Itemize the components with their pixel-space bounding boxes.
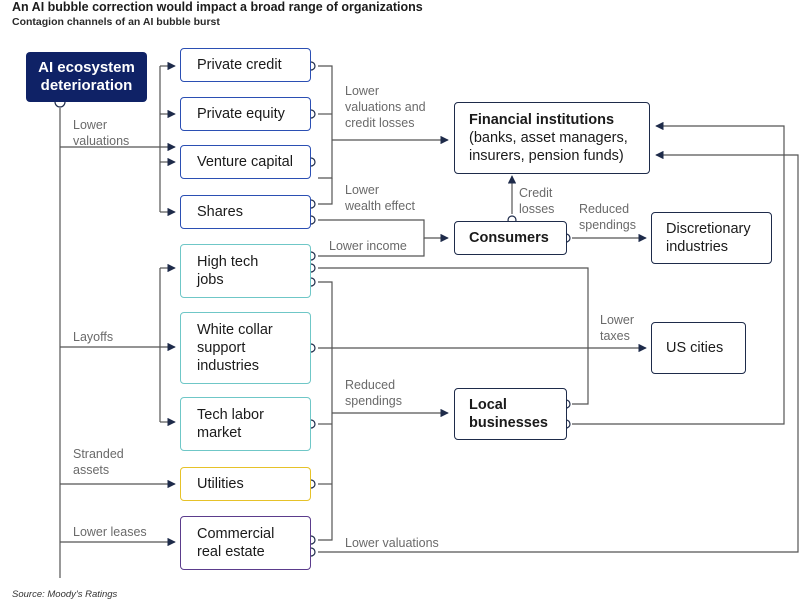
source-note: Source: Moody's Ratings (12, 589, 118, 600)
ai-ecosystem-box: AI ecosystem deterioration (26, 52, 147, 102)
node-white-collar: White collar support industries (180, 312, 311, 384)
node-venture-capital: Venture capital (180, 145, 311, 179)
label-lower-valuations-bottom: Lower valuations (345, 536, 439, 550)
white-collar-label: White collar support industries (197, 322, 273, 374)
node-commercial-real-estate: Commercial real estate (180, 516, 311, 570)
label-layoffs: Layoffs (73, 330, 114, 344)
label-reduced-spendings-mid: Reduced spendings (345, 378, 402, 408)
node-discretionary-industries: Discretionary industries (651, 212, 772, 264)
node-tech-labor: Tech labor market (180, 397, 311, 451)
label-credit-losses: Credit losses (519, 186, 555, 216)
financial-institutions-title: Financial institutions (469, 112, 615, 128)
node-utilities: Utilities (180, 467, 311, 501)
label-lower-taxes: Lower taxes (600, 313, 635, 343)
node-consumers: Consumers (454, 221, 567, 255)
label-reduced-spendings-top: Reduced spendings (579, 202, 636, 232)
consumers-label: Consumers (469, 230, 549, 246)
us-cities-label: US cities (666, 340, 724, 356)
private-credit-label: Private credit (197, 57, 282, 73)
shares-label: Shares (197, 204, 243, 220)
private-equity-label: Private equity (197, 106, 285, 122)
utilities-label: Utilities (197, 476, 244, 492)
label-stranded-assets: Stranded assets (73, 447, 124, 477)
local-businesses-label: Local businesses (469, 397, 548, 431)
high-tech-jobs-label: High tech jobs (197, 254, 259, 288)
node-us-cities: US cities (651, 322, 746, 374)
node-private-credit: Private credit (180, 48, 311, 82)
label-lower-valuations-left: Lower valuations (73, 118, 130, 148)
label-lower-valuations-credit-losses: Lower valuations and credit losses (345, 84, 426, 130)
node-private-equity: Private equity (180, 97, 311, 131)
tech-labor-label: Tech labor market (197, 407, 264, 441)
label-lower-wealth-effect: Lower wealth effect (345, 183, 415, 213)
venture-capital-label: Venture capital (197, 154, 293, 170)
node-high-tech-jobs: High tech jobs (180, 244, 311, 298)
node-financial-institutions: Financial institutions (banks, asset man… (454, 102, 650, 174)
label-lower-leases: Lower leases (73, 525, 147, 539)
label-lower-income: Lower income (329, 239, 407, 253)
commercial-real-estate-label: Commercial real estate (197, 526, 275, 560)
chart-subtitle: Contagion channels of an AI bubble burst (12, 16, 220, 28)
financial-institutions-detail: (banks, asset managers, insurers, pensio… (469, 130, 628, 164)
node-shares: Shares (180, 195, 311, 229)
discretionary-label: Discretionary industries (666, 221, 751, 255)
node-local-businesses: Local businesses (454, 388, 567, 440)
chart-title: An AI bubble correction would impact a b… (12, 0, 423, 14)
